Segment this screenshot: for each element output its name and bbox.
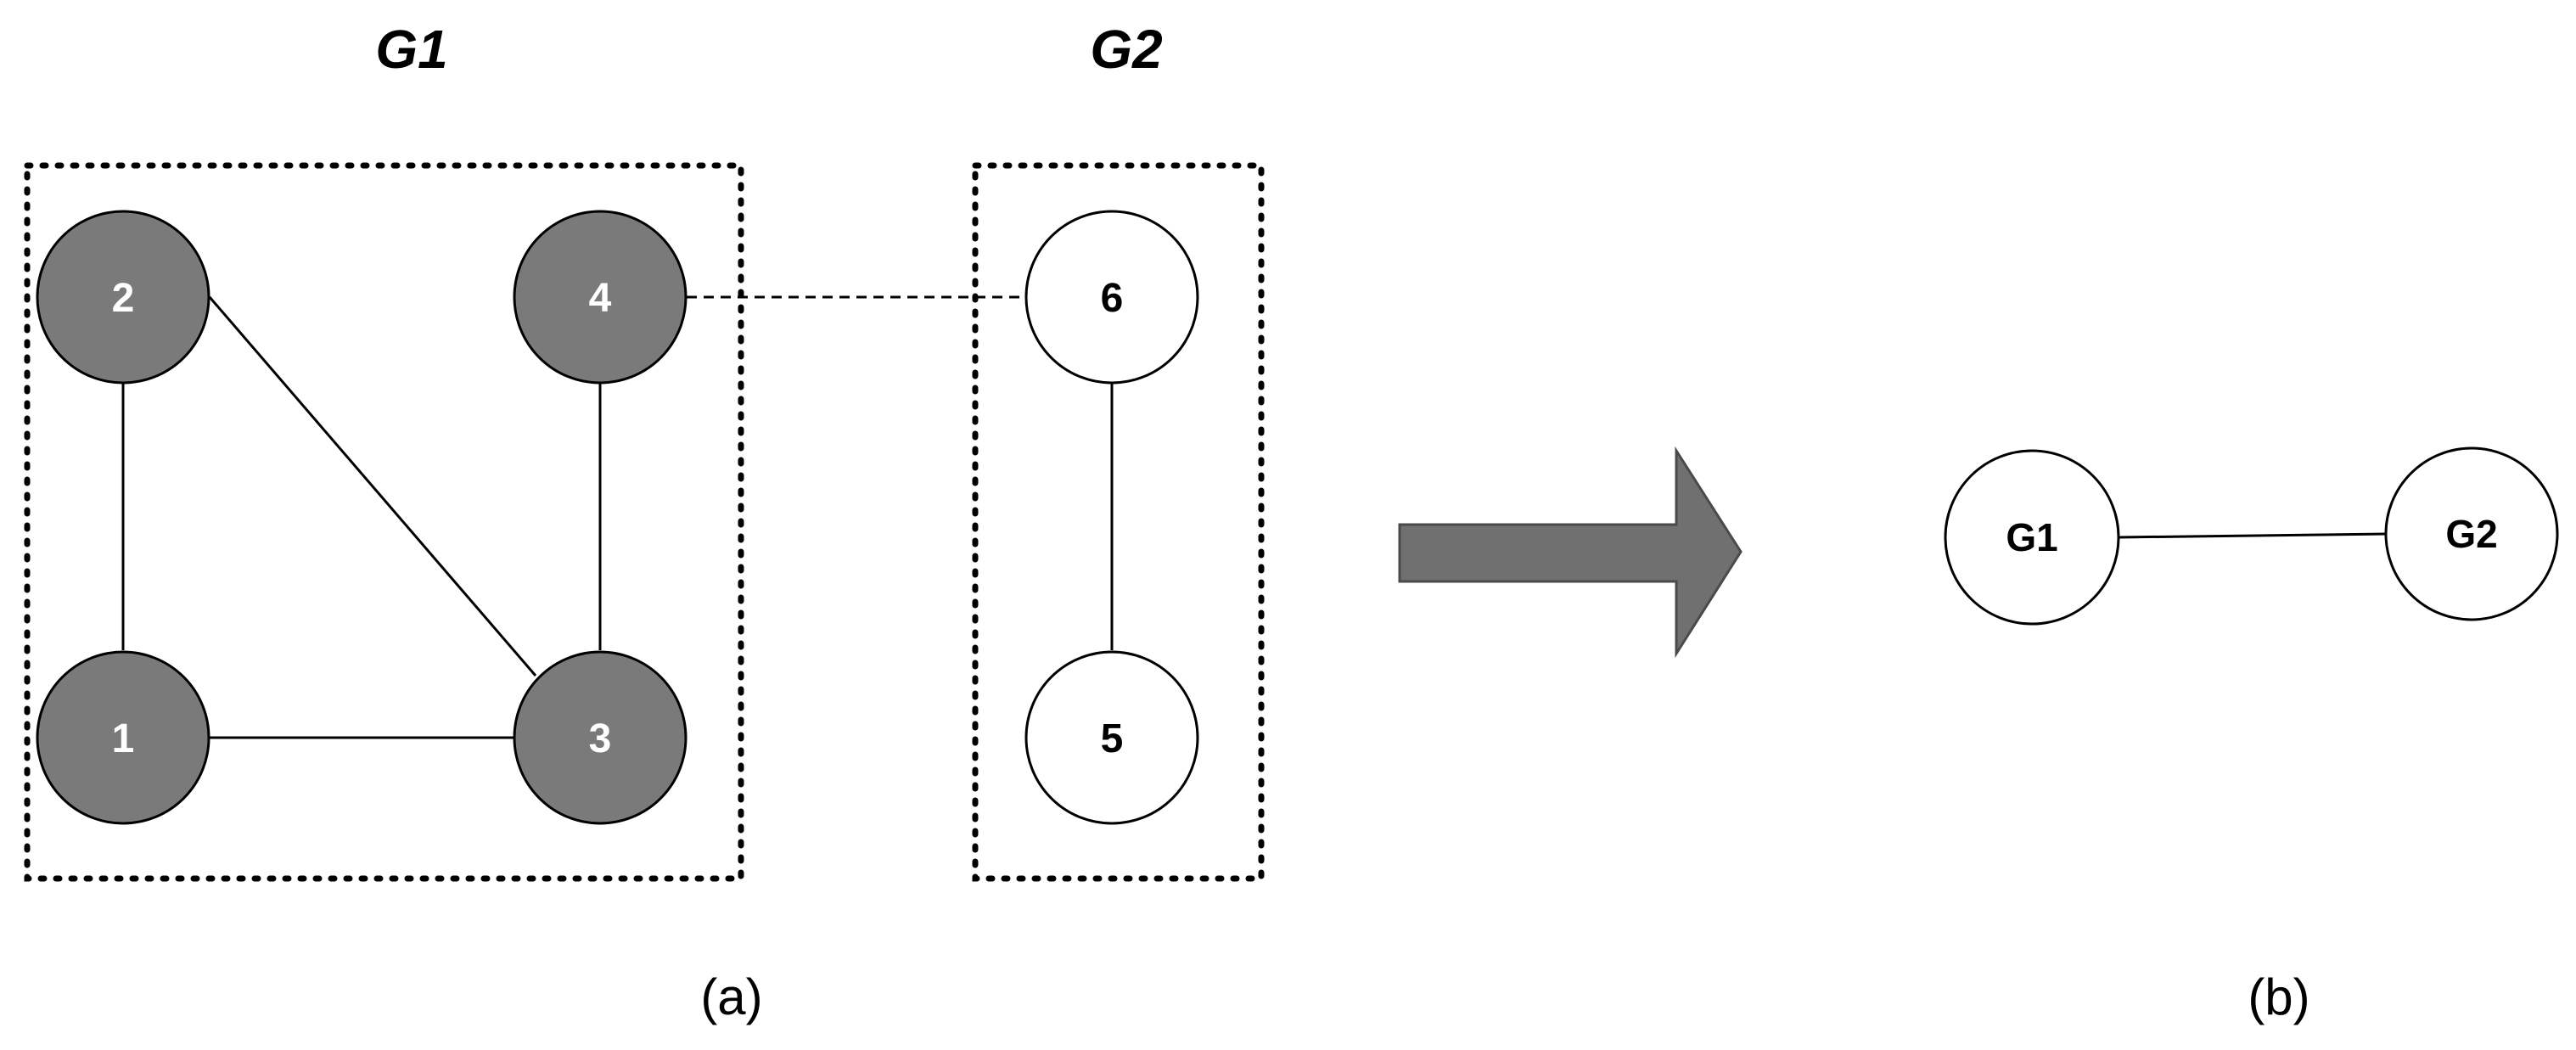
node-2-circle bbox=[36, 210, 210, 385]
node-4-label: 4 bbox=[589, 276, 612, 321]
summary-node-g2: G2 bbox=[2384, 446, 2559, 621]
node-6: 6 bbox=[1024, 210, 1199, 385]
node-1-label: 1 bbox=[112, 716, 135, 761]
node-1: 1 bbox=[36, 650, 210, 825]
group-box-g2 bbox=[972, 162, 1265, 882]
node-3-circle bbox=[513, 650, 687, 825]
node-6-circle bbox=[1024, 210, 1199, 385]
node-4-circle bbox=[513, 210, 687, 385]
summary-node-g1-circle bbox=[1944, 449, 2120, 626]
node-3-label: 3 bbox=[589, 716, 612, 761]
panel-label-b: (b) bbox=[2248, 969, 2309, 1025]
summary-node-g1-label: G1 bbox=[2006, 515, 2057, 559]
node-5-circle bbox=[1024, 650, 1199, 825]
summary-node-g1: G1 bbox=[1944, 449, 2120, 626]
right-arrow-icon bbox=[1398, 446, 1743, 659]
node-1-circle bbox=[36, 650, 210, 825]
node-5-label: 5 bbox=[1101, 716, 1124, 761]
edge-2-3 bbox=[208, 296, 537, 677]
group-title-g2: G2 bbox=[1090, 19, 1162, 80]
node-2-label: 2 bbox=[112, 276, 135, 321]
edge-g1-g2 bbox=[2118, 532, 2387, 539]
node-4: 4 bbox=[513, 210, 687, 385]
node-2: 2 bbox=[36, 210, 210, 385]
group-title-g1: G1 bbox=[375, 19, 447, 80]
node-6-label: 6 bbox=[1101, 276, 1124, 321]
group-box-g1 bbox=[24, 162, 744, 882]
summary-node-g2-label: G2 bbox=[2445, 512, 2497, 556]
summary-node-g2-circle bbox=[2384, 446, 2559, 621]
node-5: 5 bbox=[1024, 650, 1199, 825]
node-3: 3 bbox=[513, 650, 687, 825]
panel-label-a: (a) bbox=[700, 969, 762, 1025]
